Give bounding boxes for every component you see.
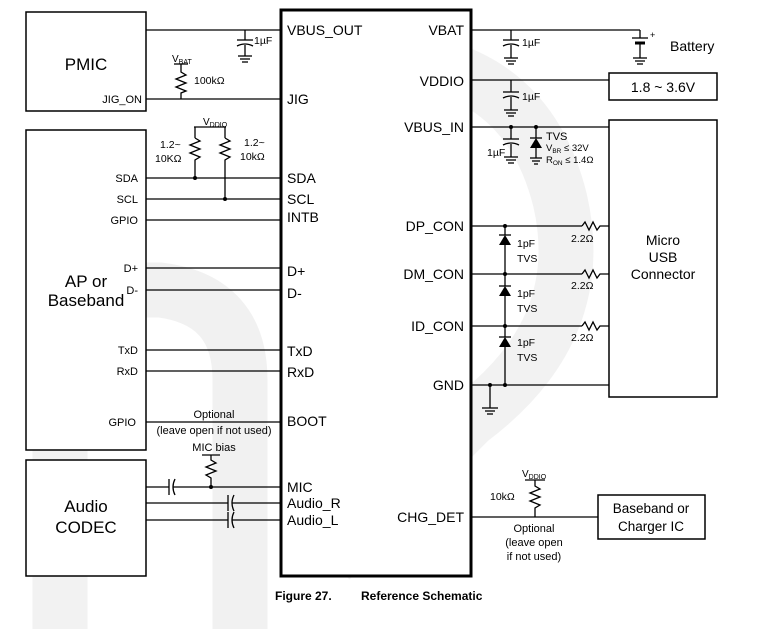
chg-vddio-label: VDDIO xyxy=(522,469,547,481)
r-pullup-a-line2: 10KΩ xyxy=(155,153,182,165)
baseband-charger-line1: Baseband or xyxy=(613,501,690,516)
tvs1-label: TVS xyxy=(517,253,537,265)
audio-coupling-capacitors xyxy=(146,478,281,529)
pin-chg-det: CHG_DET xyxy=(397,509,464,525)
pin-gnd: GND xyxy=(433,377,464,393)
ap-label-line2: Baseband xyxy=(48,291,125,310)
vbr-spec: VBR ≤ 32V xyxy=(546,143,589,155)
r-pullup-a-line1: 1.2~ xyxy=(160,139,181,151)
vbus-tvs-diode-icon xyxy=(530,125,542,165)
pin-intb: INTB xyxy=(287,209,319,225)
ap-scl-pin: SCL xyxy=(117,194,138,206)
baseband-charger-block xyxy=(597,494,706,540)
ap-txd-pin: TxD xyxy=(118,345,138,357)
vbat-capacitor xyxy=(502,30,520,65)
interface-ic xyxy=(279,8,473,578)
jig-on-pin: JIG_ON xyxy=(102,94,142,106)
ron-spec: RON ≤ 1.4Ω xyxy=(546,155,593,167)
chg-det-pullup-resistor xyxy=(525,479,545,517)
jig-pullup-resistor xyxy=(174,63,188,99)
pin-mic: MIC xyxy=(287,479,313,495)
battery-icon: + xyxy=(632,30,655,65)
pin-dp-con: DP_CON xyxy=(406,218,464,234)
mic-bias-resistor xyxy=(202,454,220,489)
boot-optional-note: Optional xyxy=(194,409,235,421)
usb-label-line3: Connector xyxy=(631,266,696,282)
svg-text:+: + xyxy=(650,30,655,40)
pin-rxd: RxD xyxy=(287,364,314,380)
pin-txd: TxD xyxy=(287,343,313,359)
i2c-pullup-resistors xyxy=(188,126,232,201)
baseband-charger-line2: Charger IC xyxy=(618,519,684,534)
data-tvs-diodes-icon xyxy=(499,224,511,387)
r-dm-label: 2.2Ω xyxy=(571,280,594,292)
pin-id-con: ID_CON xyxy=(411,318,464,334)
tvs2-label: TVS xyxy=(517,303,537,315)
usb-label-line2: USB xyxy=(649,249,678,265)
cap-vddio-label: 1µF xyxy=(522,91,540,103)
vbat-pullup-label: VBAT xyxy=(172,54,192,66)
r-pullup-b-line2: 10kΩ xyxy=(240,151,265,163)
tvs-vbus-label: TVS xyxy=(546,131,567,143)
ap-rxd-pin: RxD xyxy=(117,366,138,378)
codec-label-line1: Audio xyxy=(64,497,107,516)
tvs3-cap-label: 1pF xyxy=(517,337,535,349)
ap-dplus-pin: D+ xyxy=(124,263,138,275)
pin-dm-con: DM_CON xyxy=(403,266,464,282)
figure-number: Figure 27. xyxy=(275,589,332,603)
pin-dplus: D+ xyxy=(287,263,305,279)
ap-sda-pin: SDA xyxy=(115,173,138,185)
voltage-range-box xyxy=(608,72,718,101)
chg-optional-note: Optional xyxy=(514,523,555,535)
pin-audio-l: Audio_L xyxy=(287,512,339,528)
tvs3-label: TVS xyxy=(517,352,537,364)
r-jig-label: 100kΩ xyxy=(194,75,225,87)
pin-audio-r: Audio_R xyxy=(287,495,341,511)
figure-title: Reference Schematic xyxy=(361,589,483,603)
pin-dminus: D- xyxy=(287,285,302,301)
ap-signal-wires xyxy=(146,177,281,423)
pin-vbus-out: VBUS_OUT xyxy=(287,22,363,38)
pin-jig: JIG xyxy=(287,91,309,107)
boot-leave-open-note: (leave open if not used) xyxy=(157,425,272,437)
mic-bias-label: MIC bias xyxy=(192,442,236,454)
pin-scl: SCL xyxy=(287,191,314,207)
ground-icon xyxy=(482,383,498,415)
micro-usb-connector xyxy=(608,119,718,398)
usb-data-lines xyxy=(471,220,609,386)
ap-label-line1: AP or xyxy=(65,272,108,291)
voltage-range-label: 1.8 ~ 3.6V xyxy=(631,79,696,95)
vddio-pullup-label: VDDIO xyxy=(203,117,228,129)
ap-dminus-pin: D- xyxy=(126,285,138,297)
pin-vbat: VBAT xyxy=(428,22,464,38)
vbus-in-capacitor xyxy=(502,125,520,164)
ap-baseband-block xyxy=(25,129,147,451)
ap-gpio-pin: GPIO xyxy=(110,215,138,227)
pin-boot: BOOT xyxy=(287,413,327,429)
cap-vbus-out-label: 1µF xyxy=(254,35,272,47)
r-dp-label: 2.2Ω xyxy=(571,233,594,245)
tvs1-cap-label: 1pF xyxy=(517,238,535,250)
pin-sda: SDA xyxy=(287,170,316,186)
tvs2-cap-label: 1pF xyxy=(517,288,535,300)
r-id-label: 2.2Ω xyxy=(571,332,594,344)
pmic-label: PMIC xyxy=(65,55,108,74)
r-chg-label: 10kΩ xyxy=(490,491,515,503)
codec-label-line2: CODEC xyxy=(55,518,116,537)
vbus-out-capacitor xyxy=(236,30,254,63)
chg-not-used-note: if not used) xyxy=(507,551,561,563)
r-pullup-b-line1: 1.2~ xyxy=(244,137,265,149)
cap-vbat-label: 1µF xyxy=(522,37,540,49)
chg-leave-open-note: (leave open xyxy=(505,537,563,549)
ap-gpio-boot-pin: GPIO xyxy=(108,417,136,429)
audio-codec-block xyxy=(25,459,147,577)
battery-label: Battery xyxy=(670,38,714,54)
pin-vddio: VDDIO xyxy=(420,73,464,89)
vddio-capacitor xyxy=(502,80,520,117)
pmic-block xyxy=(25,11,147,112)
usb-label-line1: Micro xyxy=(646,232,680,248)
cap-vbus-in-label: 1µF xyxy=(487,147,505,159)
pin-vbus-in: VBUS_IN xyxy=(404,119,464,135)
